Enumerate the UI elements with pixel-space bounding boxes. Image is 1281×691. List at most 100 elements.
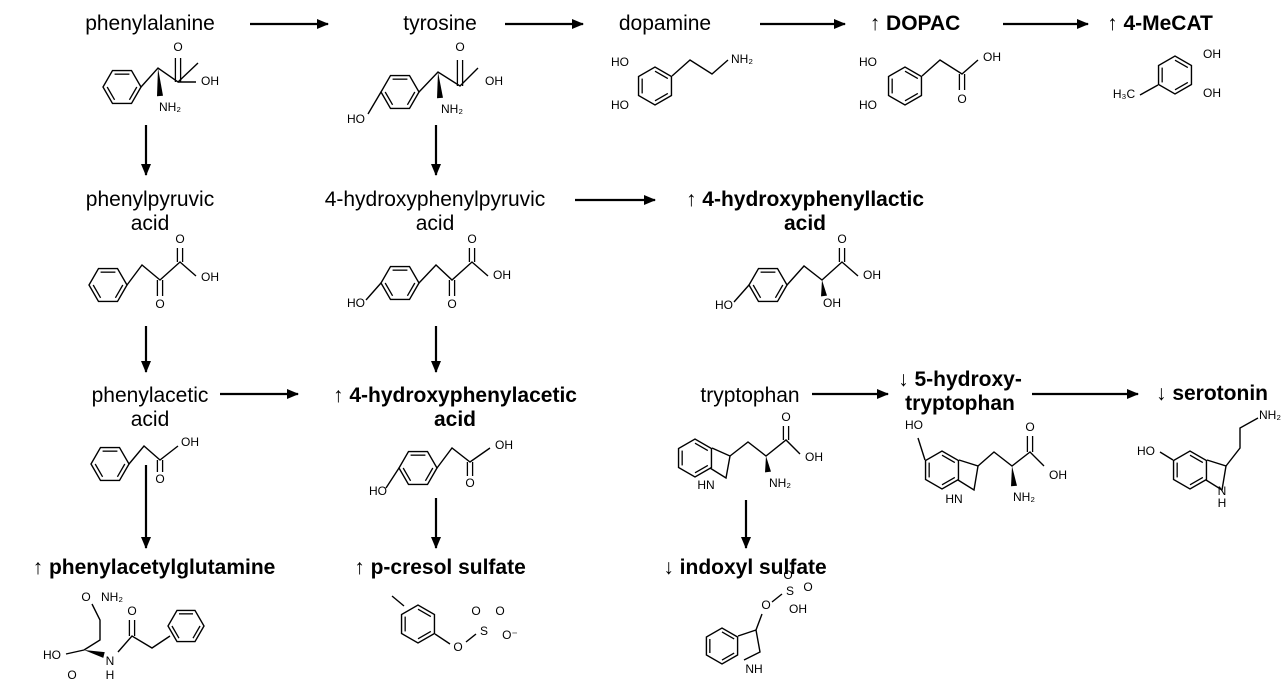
- dir-dopac: ↑: [869, 12, 881, 35]
- bond: [418, 261, 489, 284]
- dir-mecat: ↑: [1107, 12, 1118, 35]
- name-htp: 5-hydroxy-: [914, 368, 1022, 391]
- benzene-ring: [102, 69, 142, 105]
- name-phenylacetic: phenylacetic: [91, 384, 209, 407]
- name-hplactic: 4-hydroxyphenyllactic: [702, 188, 925, 211]
- bond: [126, 261, 197, 286]
- benzene-ring-double-bond: [406, 91, 416, 106]
- name-serotonin: serotonin: [1172, 382, 1268, 405]
- oxide-anion-label: O⁻: [502, 628, 518, 642]
- dir-hpacetic: ↑: [333, 384, 344, 407]
- oxygen-label: O: [1025, 420, 1034, 434]
- benzene-ring: [167, 609, 205, 643]
- wedge-bond: [821, 280, 827, 297]
- hydroxyl-label: HO: [1137, 444, 1155, 458]
- dir-pcs: ↑: [354, 556, 365, 579]
- hydroxyl-label: HO: [43, 648, 61, 662]
- benzene-ring-double-bond: [1174, 59, 1189, 69]
- hydroxyl-label: OH: [495, 438, 513, 452]
- hydroxyl-label: OH: [789, 602, 807, 616]
- bond: [434, 633, 451, 645]
- bond: [786, 261, 859, 286]
- name-hpacetic: 4-hydroxyphenylacetic: [349, 384, 577, 407]
- name-dopamine: dopamine: [618, 12, 712, 35]
- amine-label: NH₂: [101, 590, 123, 604]
- bond: [365, 282, 382, 301]
- structure-phenylacetic-acid: OOH: [90, 435, 199, 486]
- bond: [921, 59, 979, 77]
- label-hpacetic: ↑ 4-hydroxyphenylacetic acid: [305, 384, 605, 432]
- benzene-ring-double-bond: [904, 70, 919, 80]
- dir-serotonin: ↓: [1155, 382, 1167, 405]
- name2-phenylacetic: acid: [130, 408, 170, 431]
- benzene-ring-double-bond: [417, 608, 432, 618]
- label-indoxyl: ↓ indoxyl sulfate: [630, 556, 860, 580]
- bond: [140, 62, 199, 88]
- bond: [367, 91, 382, 115]
- oxygen-label: O: [471, 604, 480, 618]
- bond: [385, 467, 400, 489]
- benzene-ring: [1157, 55, 1193, 95]
- label-tryptophan: tryptophan: [675, 384, 825, 408]
- bond: [1159, 451, 1174, 461]
- indole-pyrrole-ring: [957, 459, 979, 492]
- indole-benzene-ring-double-bond: [721, 631, 735, 640]
- reaction-arrows: [141, 19, 1139, 549]
- benzene-ring-double-bond: [654, 70, 669, 80]
- label-htp: ↓ 5-hydroxy- tryptophan: [885, 368, 1035, 416]
- amine-label: NH₂: [731, 52, 753, 66]
- label-serotonin: ↓ serotonin: [1145, 382, 1279, 406]
- name-tryptophan: tryptophan: [700, 384, 800, 407]
- wedge-bond: [157, 68, 163, 97]
- amine-label: NH₂: [441, 102, 463, 116]
- amine-label: NH₂: [1013, 490, 1035, 504]
- oxygen-label: O: [155, 472, 164, 486]
- benzene-ring-double-bond: [106, 86, 116, 101]
- benzene-ring: [400, 604, 436, 644]
- indole-benzene-ring: [677, 438, 713, 478]
- amine-label: NH₂: [159, 100, 181, 114]
- name-pag: phenylacetylglutamine: [48, 556, 276, 579]
- indole-pyrrole-ring: [709, 447, 731, 480]
- bond: [671, 59, 729, 77]
- oxygen-label: O: [803, 580, 812, 594]
- bond: [465, 633, 477, 643]
- oxygen-label: O: [453, 640, 462, 654]
- name-dopac: DOPAC: [886, 12, 961, 35]
- bond: [65, 649, 85, 655]
- benzene-ring: [637, 66, 673, 106]
- hydroxyl-label: OH: [1203, 47, 1221, 61]
- indole-benzene-ring: [924, 450, 960, 490]
- hydroxyl-label: HO: [369, 484, 387, 498]
- benzene-ring-double-bond: [417, 630, 432, 640]
- hydroxyl-label: OH: [805, 450, 823, 464]
- benzene-ring: [398, 450, 438, 486]
- oxygen-label: O: [783, 568, 792, 582]
- oxygen-label: O: [175, 232, 184, 246]
- indole-benzene-ring-double-bond: [941, 476, 956, 486]
- oxygen-label: O: [81, 590, 90, 604]
- name-indoxyl: indoxyl sulfate: [679, 556, 827, 579]
- name-mecat: 4-MeCAT: [1123, 12, 1213, 35]
- methyl-bond: [391, 595, 405, 607]
- indole-pyrrole-ring: [737, 629, 761, 661]
- indole-benzene-ring: [705, 627, 739, 665]
- name-pcs: p-cresol sulfate: [370, 556, 526, 579]
- name2-hplactic: acid: [783, 212, 827, 235]
- bond: [771, 593, 783, 603]
- hydroxyl-label: OH: [1203, 86, 1221, 100]
- dir-pag: ↑: [32, 556, 44, 579]
- benzene-ring-double-bond: [128, 86, 138, 101]
